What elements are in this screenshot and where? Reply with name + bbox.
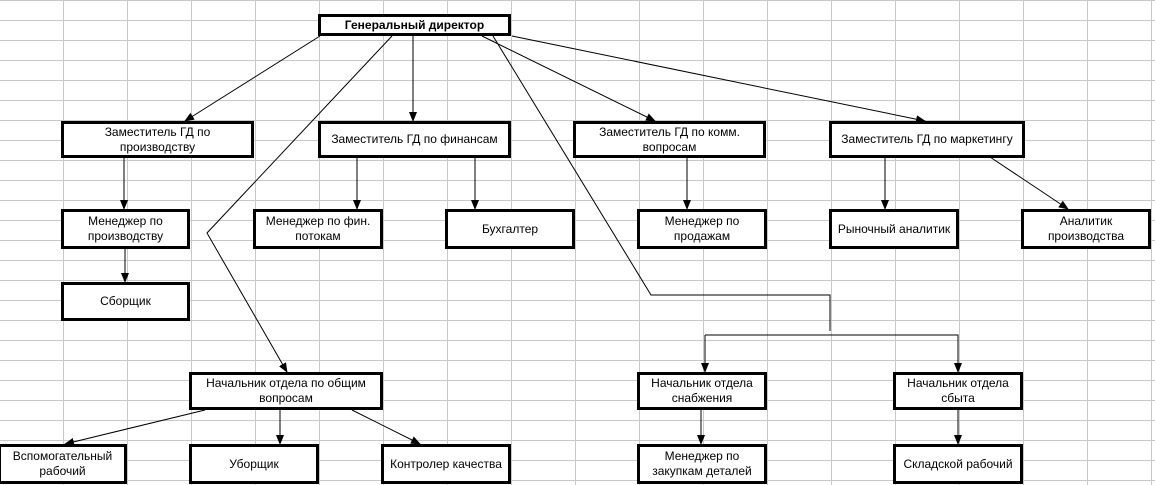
qc-inspector-label: Контролер качества (390, 456, 502, 471)
market-analyst-box: Рыночный аналитик (829, 209, 959, 249)
mgr-sales-box: Менеджер по продажам (637, 209, 767, 249)
connector-ceo-dep-marketing (511, 35, 926, 124)
production-analyst-box: Аналитик производства (1021, 209, 1151, 249)
connector-ceo-dep-production (184, 35, 321, 122)
mgr-fin-flows-box: Менеджер по фин. потокам (253, 209, 383, 249)
connector-ceo-head-general (206, 35, 393, 373)
dep-marketing-box: Заместитель ГД по маркетингу (829, 121, 1025, 158)
dep-commerce-label: Заместитель ГД по комм. вопросам (599, 124, 740, 154)
connector-ceo-supply-group (492, 35, 831, 331)
connector-head-general-aux (64, 409, 206, 446)
connector-dep-marketing-prod-analyst (989, 156, 1069, 210)
warehouse-worker-box: Складской рабочий (893, 444, 1023, 484)
production-analyst-label: Аналитик производства (1047, 214, 1125, 243)
market-analyst-label: Рыночный аналитик (837, 221, 951, 236)
head-supply-label: Начальник отдела снабжения (651, 376, 753, 405)
head-general-label: Начальник отдела по общим вопросам (206, 376, 366, 405)
head-supply-box: Начальник отдела снабжения (637, 372, 767, 410)
qc-inspector-box: Контролер качества (381, 444, 511, 484)
connector-ceo-dep-commerce (481, 35, 656, 122)
dep-commerce-box: Заместитель ГД по комм. вопросам (573, 121, 766, 158)
dep-production-box: Заместитель ГД по производству (61, 121, 254, 158)
mgr-parts-box: Менеджер по закупкам деталей (637, 444, 767, 484)
mgr-sales-label: Менеджер по продажам (664, 214, 740, 243)
head-sales-box: Начальник отдела сбыта (893, 372, 1023, 410)
dep-production-label: Заместитель ГД по производству (104, 124, 211, 154)
mgr-production-label: Менеджер по производству (87, 214, 164, 243)
aux-worker-box: Вспомогательный рабочий (0, 444, 127, 484)
dep-marketing-label: Заместитель ГД по маркетингу (841, 132, 1013, 146)
ceo-box: Генеральный директор (318, 14, 511, 36)
mgr-fin-flows-label: Менеджер по фин. потокам (265, 214, 371, 243)
dep-finance-box: Заместитель ГД по финансам (318, 121, 511, 158)
connector-group-head-sales (705, 334, 962, 373)
assembler-box: Сборщик (61, 282, 190, 321)
head-general-box: Начальник отдела по общим вопросам (189, 372, 383, 410)
warehouse-worker-label: Складской рабочий (903, 456, 1013, 471)
cleaner-label: Уборщик (229, 456, 279, 471)
cleaner-box: Уборщик (189, 444, 319, 484)
connector-head-general-qc (351, 409, 421, 445)
dep-finance-label: Заместитель ГД по финансам (331, 132, 498, 146)
aux-worker-label: Вспомогательный рабочий (12, 449, 113, 478)
ceo-label: Генеральный директор (344, 17, 485, 32)
mgr-production-box: Менеджер по производству (61, 209, 190, 249)
accountant-label: Бухгалтер (481, 221, 539, 236)
head-sales-label: Начальник отдела сбыта (907, 376, 1009, 405)
accountant-box: Бухгалтер (445, 209, 575, 249)
mgr-parts-label: Менеджер по закупкам деталей (652, 449, 752, 478)
assembler-label: Сборщик (100, 294, 151, 308)
